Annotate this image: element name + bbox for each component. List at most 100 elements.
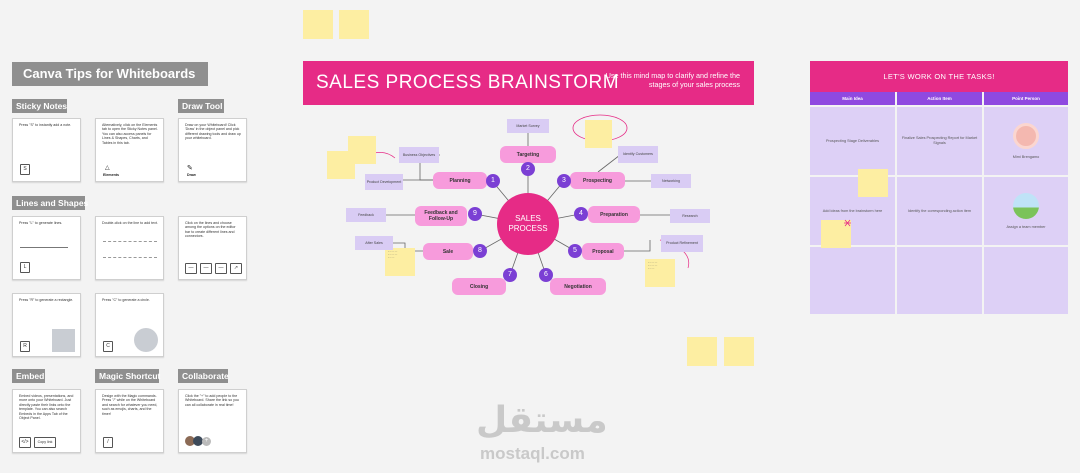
avatar: [185, 436, 195, 446]
leaf-research[interactable]: Research: [670, 209, 710, 223]
tip-card-sticky[interactable]: Press "S" to instantly add a note. S: [12, 118, 81, 182]
tip-card-embed[interactable]: Embed videos, presentations, and more on…: [12, 389, 81, 453]
leaf-after-sales[interactable]: After Sales: [355, 236, 393, 250]
sticky-note[interactable]: • — — —• — — —• — —: [645, 259, 675, 287]
stage-number-badge: 2: [521, 162, 535, 176]
sticky-note[interactable]: [687, 337, 717, 366]
embed-code-icon: </>: [19, 437, 31, 448]
stage-closing[interactable]: Closing: [452, 278, 506, 295]
sticky-note[interactable]: [303, 10, 333, 39]
dashed-line-sample: [103, 241, 157, 242]
draw-label: Draw: [187, 173, 196, 177]
stage-sale[interactable]: Sale: [423, 243, 473, 260]
sticky-note[interactable]: • — — —• — — —• — —: [385, 248, 415, 276]
keyboard-key-l: L: [20, 262, 30, 273]
table-cell[interactable]: [810, 247, 895, 314]
elements-label: Elements: [103, 173, 119, 177]
tip-text: Embed videos, presentations, and more on…: [19, 394, 74, 421]
stage-number-badge: 9: [468, 207, 482, 221]
leaf-market-survey[interactable]: Market Survey: [507, 119, 549, 133]
table-cell[interactable]: Finalize Sales Prospecting Report for Ma…: [897, 107, 982, 175]
line-style-button[interactable]: —: [185, 263, 197, 274]
tip-text: Design with the Magic commands. Press "/…: [102, 394, 158, 416]
leaf-networking[interactable]: Networking: [651, 174, 691, 188]
watermark-latin: mostaql.com: [480, 444, 585, 463]
stage-preparation[interactable]: Preparation: [588, 206, 640, 223]
tip-card-elements[interactable]: Alternatively, click on the Elements tab…: [95, 118, 164, 182]
sticky-note[interactable]: [724, 337, 754, 366]
tip-card-circle[interactable]: Press "C" to generate a circle. C: [95, 293, 164, 357]
tip-card-connectors[interactable]: Click on the lines and choose among the …: [178, 216, 247, 280]
rectangle-sample: [52, 329, 75, 352]
copy-link-key: Copy link: [34, 437, 56, 448]
add-person-icon[interactable]: +: [202, 437, 211, 446]
table-cell[interactable]: [897, 247, 982, 314]
line-style-button[interactable]: —: [200, 263, 212, 274]
tip-card-draw[interactable]: Draw on your Whiteboard! Click 'Draw' in…: [178, 118, 247, 182]
dashed-line-sample: [103, 257, 157, 258]
table-cell[interactable]: [984, 247, 1068, 314]
tip-text: Alternatively, click on the Elements tab…: [102, 123, 158, 145]
stage-number-badge: 1: [486, 174, 500, 188]
tips-title: Canva Tips for Whiteboards: [12, 62, 208, 86]
mindmap-center[interactable]: SALES PROCESS: [497, 193, 559, 255]
assign-text: Assign a team member: [1006, 224, 1046, 229]
keyboard-key-slash: /: [103, 437, 113, 448]
leaf-business-objectives[interactable]: Business Objectives: [399, 147, 439, 163]
pen-icon: ✎: [187, 165, 193, 172]
line-sample: [20, 247, 68, 248]
tip-text: Press "R" to generate a rectangle.: [19, 298, 74, 302]
section-sticky-notes: Sticky Notes: [12, 99, 67, 113]
leaf-feedback[interactable]: Feedback: [346, 208, 386, 222]
table-cell[interactable]: Identify the corresponding action item: [897, 177, 982, 245]
stage-number-badge: 4: [574, 207, 588, 221]
keyboard-key-r: R: [20, 341, 30, 352]
stage-prospecting[interactable]: Prospecting: [570, 172, 625, 189]
sticky-note[interactable]: [348, 136, 376, 164]
person-name: Mimi Brengamo: [1012, 154, 1040, 159]
avatar: [193, 436, 203, 446]
stage-feedback-follow-up[interactable]: Feedback and Follow-Up: [415, 206, 467, 226]
section-embed: Embed: [12, 369, 45, 383]
stage-negotiation[interactable]: Negotiation: [550, 278, 606, 295]
tip-card-double-click[interactable]: Double-click on the line to add text.: [95, 216, 164, 280]
tip-card-collaborate[interactable]: Click the "+" to add people to the White…: [178, 389, 247, 453]
stage-number-badge: 3: [557, 174, 571, 188]
section-magic-shortcut: Magic Shortcut: [95, 369, 160, 383]
leaf-identify-customers[interactable]: Identify Customers: [618, 146, 658, 163]
table-cell[interactable]: Prospecting Stage Deliverables: [810, 107, 895, 175]
section-collaborate: Collaborate: [178, 369, 229, 383]
keyboard-key-s: S: [20, 164, 30, 175]
tip-card-rectangle[interactable]: Press "R" to generate a rectangle. R: [12, 293, 81, 357]
leaf-product-development[interactable]: Product Development: [365, 174, 403, 190]
stage-targeting[interactable]: Targeting: [500, 146, 556, 163]
tip-card-magic[interactable]: Design with the Magic commands. Press "/…: [95, 389, 164, 453]
leaf-product-refinement[interactable]: Product Refinement: [661, 235, 703, 252]
section-draw-tool: Draw Tool: [178, 99, 224, 113]
sticky-note[interactable]: [339, 10, 369, 39]
mindmap-subtitle: Use this mind map to clarify and refine …: [605, 71, 740, 89]
image-placeholder-icon: [1013, 192, 1039, 219]
tip-text: Double-click on the line to add text.: [102, 221, 158, 225]
mindmap-title: SALES PROCESS BRAINSTORM: [316, 72, 620, 93]
avatar: [1013, 122, 1039, 149]
tip-card-line[interactable]: Press "L" to generate lines. L: [12, 216, 81, 280]
stage-planning[interactable]: Planning: [433, 172, 487, 189]
section-lines-shapes: Lines and Shapes: [12, 196, 88, 210]
tip-text: Click on the lines and choose among the …: [185, 221, 236, 239]
sticky-note[interactable]: [858, 169, 888, 197]
table-cell-person[interactable]: Assign a team member: [984, 177, 1068, 245]
column-header-point-person: Point Person: [984, 92, 1068, 105]
line-style-button[interactable]: —: [215, 263, 227, 274]
stage-number-badge: 5: [568, 244, 582, 258]
column-header-main-idea: Main Idea: [810, 92, 895, 105]
tip-text: Press "S" to instantly add a note.: [19, 123, 72, 127]
tip-text: Click the "+" to add people to the White…: [185, 394, 239, 407]
connector-icon[interactable]: ↗: [230, 263, 242, 274]
stage-number-badge: 7: [503, 268, 517, 282]
keyboard-key-c: C: [103, 341, 113, 352]
stage-proposal[interactable]: Proposal: [582, 243, 624, 260]
sticky-note[interactable]: [585, 120, 612, 148]
table-cell-person[interactable]: Mimi Brengamo: [984, 107, 1068, 175]
